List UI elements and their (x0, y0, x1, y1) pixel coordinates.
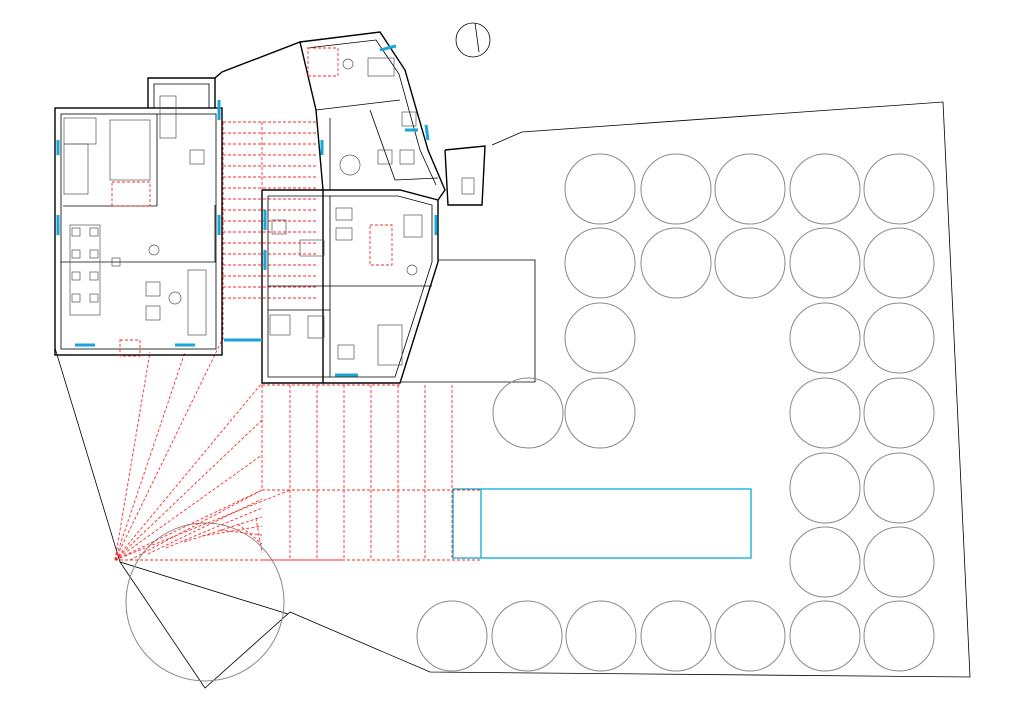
stair-line (114, 382, 263, 561)
north-compass-icon (455, 22, 491, 58)
tree (564, 153, 636, 225)
stair-line (255, 517, 263, 554)
tree (789, 302, 861, 374)
tree (863, 526, 935, 598)
windows (56, 44, 438, 377)
tree (789, 153, 861, 225)
stair-line (165, 507, 263, 549)
stair-line (147, 498, 263, 555)
tree (416, 600, 488, 672)
interior-stairs (111, 47, 393, 357)
tree (863, 600, 935, 672)
stair-line (114, 339, 223, 561)
building-upper-wing (299, 31, 486, 206)
tree (640, 227, 712, 299)
stair-line (114, 419, 263, 561)
tree (714, 153, 786, 225)
tree (492, 377, 564, 449)
tree (564, 227, 636, 299)
tree (863, 227, 935, 299)
tree (789, 452, 861, 524)
terrace-outline (400, 259, 536, 383)
stair-line (114, 489, 291, 561)
tree (863, 153, 935, 225)
swimming-pool (452, 488, 752, 559)
tree (789, 377, 861, 449)
tree-grid (416, 153, 935, 672)
tree (564, 302, 636, 374)
stair-line (114, 489, 263, 561)
tree (714, 600, 786, 672)
tree (564, 377, 636, 449)
tree (789, 526, 861, 598)
large-tree (125, 522, 285, 682)
stair-and-ramp-lines (114, 121, 481, 561)
site-boundary (54, 101, 971, 689)
stair-line (114, 454, 263, 561)
stair-line (183, 516, 263, 543)
stair-line (237, 523, 263, 545)
tree (863, 377, 935, 449)
stair-line (219, 529, 263, 536)
tree (789, 600, 861, 672)
tree (491, 600, 563, 672)
stair-line (129, 489, 263, 561)
tree (640, 600, 712, 672)
stair-line (114, 351, 186, 561)
tree (640, 153, 712, 225)
building-left-wing (54, 77, 223, 356)
tree (565, 600, 637, 672)
tree (863, 302, 935, 374)
tree (789, 227, 861, 299)
tree (863, 452, 935, 524)
tree (714, 227, 786, 299)
stair-line (114, 351, 151, 561)
